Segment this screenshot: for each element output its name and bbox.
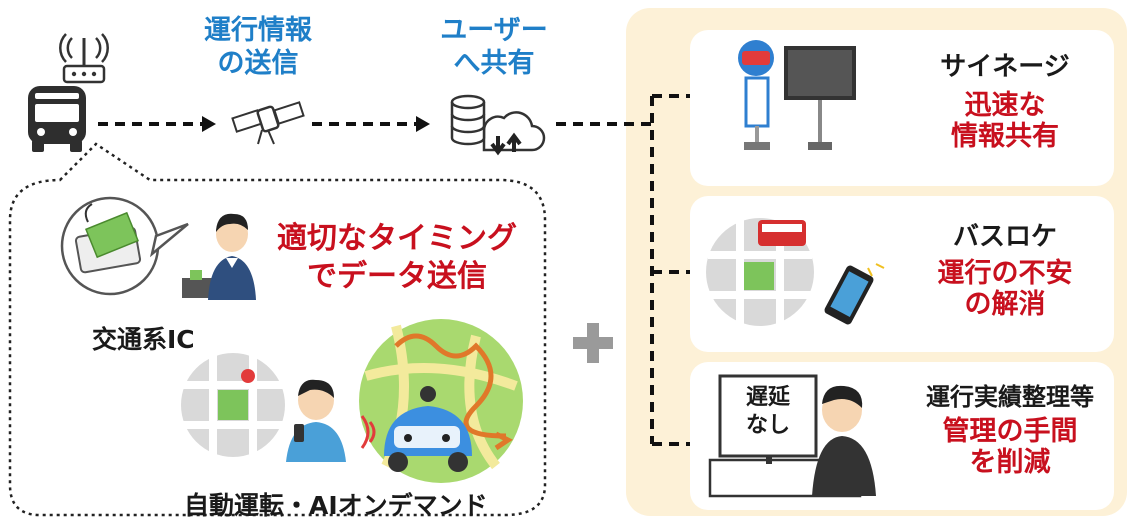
computer-worker-illustration (708, 374, 876, 498)
card-operations-name: 運行実績整理等 (926, 383, 1094, 411)
database-cloud-icon (450, 94, 546, 156)
autonomous-ai-label: 自動運転・AIオンデマンド (184, 491, 488, 520)
card-bus-location-name: バスロケ (952, 222, 1057, 252)
card-signage-name: サイネージ (940, 52, 1070, 82)
data-send-bubble (8, 142, 547, 517)
step-share-title: ユーザー へ共有 (440, 15, 548, 79)
bus-icon (28, 86, 86, 152)
step-send-title: 運行情報 の送信 (204, 15, 312, 79)
signage-illustration (738, 40, 856, 150)
map-pin-illustration (181, 353, 285, 457)
bus-location-illustration (706, 218, 885, 326)
data-send-heading: 適切なタイミング でデータ送信 (277, 221, 517, 294)
ic-reader-illustration (60, 196, 189, 296)
plus-icon (573, 323, 613, 363)
satellite-icon (231, 101, 305, 145)
ic-card-label: 交通系IC (92, 325, 195, 354)
card-signage-benefit: 迅速な 情報共有 (951, 90, 1059, 152)
autonomous-car-icon (360, 386, 472, 472)
screen-delay-text: 遅延 なし (745, 385, 790, 438)
person-tapping-ic-icon (182, 213, 256, 300)
card-operations-benefit: 管理の手間 を削減 (942, 416, 1078, 478)
card-bus-location-benefit: 運行の不安 の解消 (937, 258, 1073, 320)
router-icon (59, 33, 109, 84)
person-phone-icon (286, 379, 346, 462)
